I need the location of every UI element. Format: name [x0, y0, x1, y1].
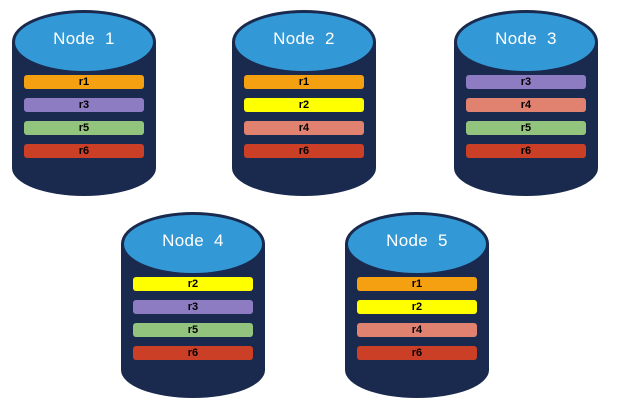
replica-bar[interactable]: r2: [356, 300, 478, 314]
database-node[interactable]: Node 3 r3 r4 r5 r6: [454, 10, 598, 196]
replica-bar[interactable]: r3: [23, 98, 145, 112]
replica-bar[interactable]: r6: [132, 346, 254, 360]
node-cylinder-top-ellipse: [15, 13, 153, 71]
node-title: Node 2: [273, 29, 335, 48]
replica-bar[interactable]: r5: [132, 323, 254, 337]
replica-bar[interactable]: r1: [23, 75, 145, 89]
replica-list: r1 r2 r4 r6: [232, 75, 376, 158]
replica-bar[interactable]: r5: [465, 121, 587, 135]
replica-bar[interactable]: r4: [243, 121, 365, 135]
database-node[interactable]: Node 2 r1 r2 r4 r6: [232, 10, 376, 196]
node-cylinder-top-ellipse: [124, 215, 262, 273]
replica-bar[interactable]: r1: [356, 277, 478, 291]
node-title: Node 3: [495, 29, 557, 48]
node-title: Node 1: [53, 29, 115, 48]
replica-bar[interactable]: r2: [243, 98, 365, 112]
replica-bar[interactable]: r4: [356, 323, 478, 337]
node-title: Node 5: [386, 231, 448, 250]
replica-bar[interactable]: r3: [465, 75, 587, 89]
database-node[interactable]: Node 1 r1 r3 r5 r6: [12, 10, 156, 196]
node-cylinder-top-ellipse: [348, 215, 486, 273]
replica-bar[interactable]: r6: [465, 144, 587, 158]
replica-bar[interactable]: r2: [132, 277, 254, 291]
replica-bar[interactable]: r1: [243, 75, 365, 89]
replica-bar[interactable]: r6: [356, 346, 478, 360]
replica-list: r3 r4 r5 r6: [454, 75, 598, 158]
replica-bar[interactable]: r4: [465, 98, 587, 112]
replica-bar[interactable]: r3: [132, 300, 254, 314]
replica-bar[interactable]: r6: [23, 144, 145, 158]
replica-list: r1 r3 r5 r6: [12, 75, 156, 158]
replica-list: r2 r3 r5 r6: [121, 277, 265, 360]
node-cylinder-top-ellipse: [457, 13, 595, 71]
replica-bar[interactable]: r6: [243, 144, 365, 158]
database-node[interactable]: Node 5 r1 r2 r4 r6: [345, 212, 489, 398]
node-cylinder-top-ellipse: [235, 13, 373, 71]
replica-list: r1 r2 r4 r6: [345, 277, 489, 360]
replica-bar[interactable]: r5: [23, 121, 145, 135]
node-title: Node 4: [162, 231, 224, 250]
database-node[interactable]: Node 4 r2 r3 r5 r6: [121, 212, 265, 398]
